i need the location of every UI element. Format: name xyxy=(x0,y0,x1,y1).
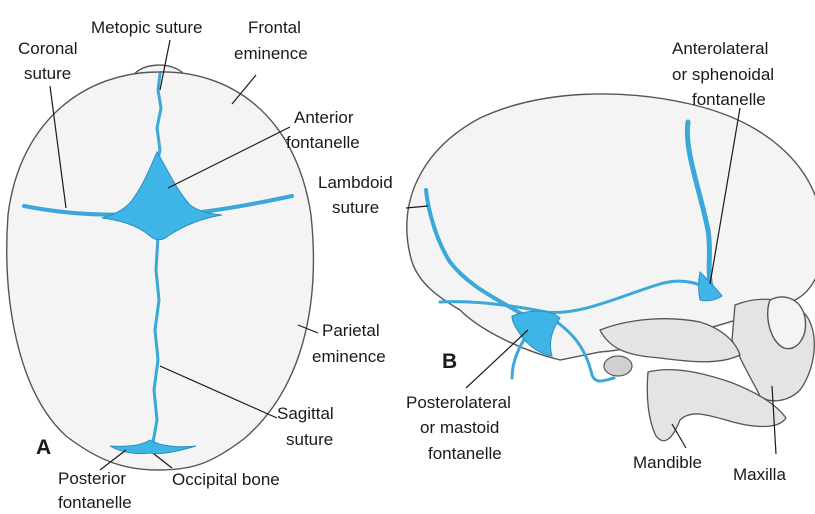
external-auditory-meatus xyxy=(603,355,633,377)
leader-occipital xyxy=(153,453,173,469)
leader-frontal xyxy=(231,74,257,105)
panel-letter-b: B xyxy=(442,350,457,373)
orbit xyxy=(766,296,807,350)
leader-sagittal xyxy=(159,365,278,419)
label-anterolateral-line3: fontanelle xyxy=(692,90,766,109)
label-posterolateral-line2: or mastoid xyxy=(420,418,499,437)
temporal-region xyxy=(599,318,741,363)
mandible-bone xyxy=(646,368,787,442)
anterolateral-fontanelle xyxy=(698,270,723,302)
leader-posterolateral xyxy=(465,329,529,389)
label-posterior-fontanelle-line2: fontanelle xyxy=(58,493,132,512)
label-anterior-fontanelle-line1: Anterior xyxy=(294,108,354,127)
label-posterolateral-line1: Posterolateral xyxy=(406,393,511,412)
leader-coronal xyxy=(49,85,67,209)
label-frontal-eminence-line2: eminence xyxy=(234,44,308,63)
leader-anterolateral xyxy=(709,107,741,285)
label-anterior-fontanelle-line2: fontanelle xyxy=(286,133,360,152)
label-sagittal-suture-line2: suture xyxy=(286,430,333,449)
label-mandible: Mandible xyxy=(633,453,702,472)
label-anterolateral-line1: Anterolateral xyxy=(672,39,768,58)
anterior-fontanelle xyxy=(101,150,223,241)
label-sagittal-suture-line1: Sagittal xyxy=(277,404,334,423)
sagittal-suture xyxy=(150,234,161,450)
leader-mandible xyxy=(671,423,687,449)
leader-lambdoid xyxy=(405,205,429,209)
label-coronal-suture-line2: suture xyxy=(24,64,71,83)
leader-parietal xyxy=(297,324,319,334)
leader-metopic xyxy=(159,39,171,91)
label-anterolateral-line2: or sphenoidal xyxy=(672,65,774,84)
label-occipital-bone: Occipital bone xyxy=(172,470,280,489)
panel-b-lateral-view: Anterolateral or sphenoidal fontanelle L… xyxy=(318,39,815,484)
label-posterior-fontanelle-line1: Posterior xyxy=(58,469,126,488)
metopic-suture xyxy=(154,72,163,170)
posterior-fontanelle xyxy=(109,439,197,455)
skull-outline-superior xyxy=(6,71,315,471)
leader-maxilla xyxy=(771,385,777,455)
squamosal-suture xyxy=(438,279,714,315)
posterolateral-fontanelle xyxy=(511,310,561,357)
panel-a-superior-view: Coronal suture Metopic suture Frontal em… xyxy=(6,18,386,512)
coronal-suture-lateral xyxy=(684,119,715,293)
panel-letter-a: A xyxy=(36,436,51,459)
label-lambdoid-line1: Lambdoid xyxy=(318,173,393,192)
leader-posterior xyxy=(99,449,127,471)
label-parietal-eminence-line1: Parietal xyxy=(322,321,380,340)
leader-anterior xyxy=(167,126,291,189)
label-lambdoid-line2: suture xyxy=(332,198,379,217)
label-parietal-eminence-line2: eminence xyxy=(312,347,386,366)
label-maxilla: Maxilla xyxy=(733,465,786,484)
label-frontal-eminence-line1: Frontal xyxy=(248,18,301,37)
sphenosquamosal-suture xyxy=(546,314,616,383)
label-coronal-suture-line1: Coronal xyxy=(18,39,78,58)
label-metopic-suture: Metopic suture xyxy=(91,18,203,37)
label-posterolateral-line3: fontanelle xyxy=(428,444,502,463)
